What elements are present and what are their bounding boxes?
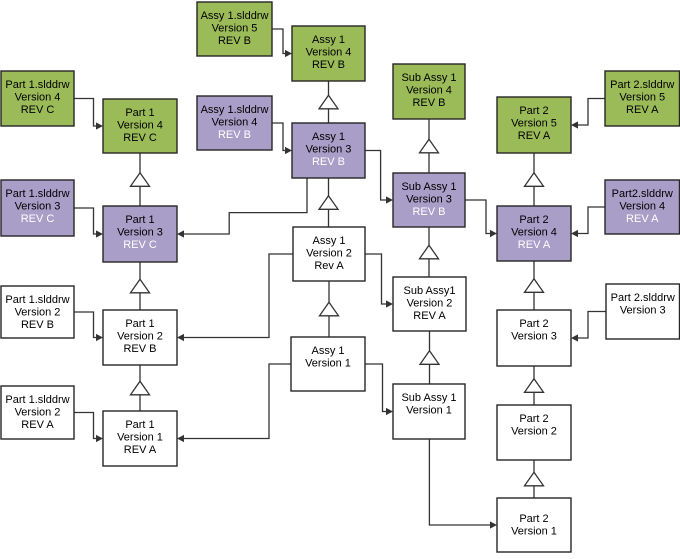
- svg-text:Sub Assy 1: Sub Assy 1: [401, 72, 456, 84]
- svg-text:REV C: REV C: [123, 132, 157, 144]
- svg-text:REV B: REV B: [218, 35, 251, 47]
- svg-text:Version 2: Version 2: [306, 247, 352, 259]
- svg-text:REV A: REV A: [518, 130, 551, 142]
- svg-text:Version 1: Version 1: [117, 431, 163, 443]
- svg-text:Part 1.slddrw: Part 1.slddrw: [5, 294, 69, 306]
- svg-text:Version 4: Version 4: [406, 84, 452, 96]
- svg-text:Version 4: Version 4: [511, 226, 557, 238]
- svg-text:Version 2: Version 2: [15, 306, 61, 318]
- svg-text:REV B: REV B: [21, 319, 54, 331]
- svg-text:Version 3: Version 3: [511, 330, 557, 342]
- svg-text:Part 1.slddrw: Part 1.slddrw: [5, 188, 69, 200]
- svg-text:Version 1: Version 1: [406, 404, 452, 416]
- svg-text:REV A: REV A: [626, 213, 659, 225]
- svg-text:Version 5: Version 5: [212, 22, 258, 34]
- svg-text:Part 2: Part 2: [519, 105, 548, 117]
- svg-text:Version 4: Version 4: [619, 200, 665, 212]
- svg-text:Part 2: Part 2: [519, 318, 548, 330]
- svg-text:Part 2.slddrw: Part 2.slddrw: [610, 79, 674, 91]
- svg-text:Part 2.slddrw: Part 2.slddrw: [611, 292, 675, 304]
- svg-text:Part 1.slddrw: Part 1.slddrw: [5, 79, 69, 91]
- svg-text:Version 5: Version 5: [511, 117, 557, 129]
- svg-text:Rev A: Rev A: [314, 260, 344, 272]
- svg-text:Assy 1: Assy 1: [311, 345, 344, 357]
- svg-text:REV A: REV A: [518, 239, 551, 251]
- svg-text:Part 1: Part 1: [125, 318, 154, 330]
- svg-text:Version 2: Version 2: [117, 330, 163, 342]
- svg-text:REV C: REV C: [21, 213, 55, 225]
- svg-text:REV A: REV A: [124, 444, 157, 456]
- svg-text:Part 2: Part 2: [519, 413, 548, 425]
- svg-text:Version 2: Version 2: [511, 425, 557, 437]
- svg-text:Sub Assy 1: Sub Assy 1: [401, 181, 456, 193]
- svg-text:Version 4: Version 4: [306, 46, 352, 58]
- svg-text:Version 5: Version 5: [619, 91, 665, 103]
- svg-text:Version 2: Version 2: [407, 297, 453, 309]
- svg-text:Version 3: Version 3: [306, 143, 352, 155]
- svg-text:REV B: REV B: [412, 206, 445, 218]
- svg-text:Version 1: Version 1: [305, 357, 351, 369]
- svg-text:Sub Assy 1: Sub Assy 1: [401, 392, 456, 404]
- svg-text:Version 4: Version 4: [117, 119, 163, 131]
- svg-text:Part 1: Part 1: [125, 107, 154, 119]
- svg-text:REV A: REV A: [626, 104, 659, 116]
- svg-text:Part 2: Part 2: [519, 513, 548, 525]
- svg-text:REV B: REV B: [312, 59, 345, 71]
- svg-text:Assy 1.slddrw: Assy 1.slddrw: [201, 10, 269, 22]
- svg-text:Assy 1: Assy 1: [312, 131, 345, 143]
- svg-text:REV B: REV B: [312, 156, 345, 168]
- svg-text:Part 2: Part 2: [519, 214, 548, 226]
- svg-text:REV A: REV A: [21, 419, 54, 431]
- svg-text:Assy 1.slddrw: Assy 1.slddrw: [201, 104, 269, 116]
- svg-text:REV B: REV B: [218, 129, 251, 141]
- svg-text:Version 1: Version 1: [511, 525, 557, 537]
- svg-text:Part 1.slddrw: Part 1.slddrw: [5, 394, 69, 406]
- svg-text:Part 1: Part 1: [125, 419, 154, 431]
- svg-text:Part 1: Part 1: [125, 214, 154, 226]
- svg-text:Assy 1: Assy 1: [312, 34, 345, 46]
- svg-text:Version 2: Version 2: [15, 406, 61, 418]
- svg-text:Assy 1: Assy 1: [312, 235, 345, 247]
- svg-text:REV B: REV B: [123, 343, 156, 355]
- svg-text:REV C: REV C: [21, 104, 55, 116]
- svg-text:Version 4: Version 4: [212, 116, 258, 128]
- svg-text:Version 3: Version 3: [15, 200, 61, 212]
- svg-text:Version 3: Version 3: [117, 226, 163, 238]
- svg-text:REV C: REV C: [123, 239, 157, 251]
- svg-text:Version 4: Version 4: [15, 91, 61, 103]
- svg-text:Part2.slddrw: Part2.slddrw: [612, 188, 673, 200]
- svg-text:REV A: REV A: [413, 310, 446, 322]
- svg-text:REV B: REV B: [412, 97, 445, 109]
- svg-text:Version 3: Version 3: [406, 193, 452, 205]
- svg-text:Sub Assy1: Sub Assy1: [404, 285, 456, 297]
- svg-text:Version 3: Version 3: [620, 304, 666, 316]
